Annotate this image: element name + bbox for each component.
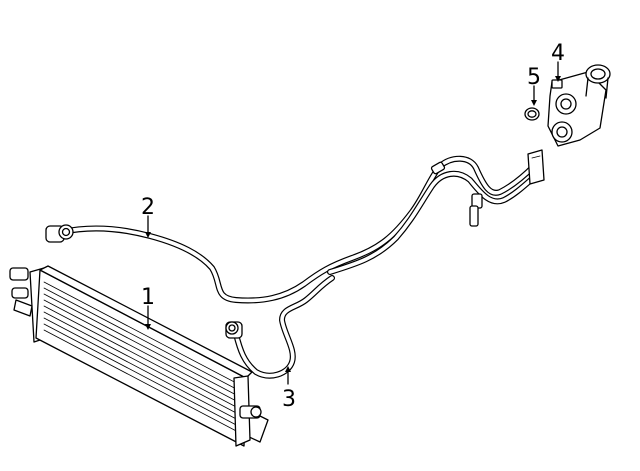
return-pipe (225, 275, 335, 379)
callout-5: 5 (527, 65, 541, 90)
callout-3: 3 (282, 387, 296, 412)
seal-ring (524, 107, 540, 121)
callout-1: 1 (141, 285, 155, 310)
callout-4: 4 (551, 41, 565, 66)
oil-cooler (9, 265, 269, 447)
thermostat-housing (547, 64, 611, 147)
feed-pipe (45, 149, 545, 304)
callout-2: 2 (141, 195, 155, 220)
leader-lines (145, 61, 561, 385)
